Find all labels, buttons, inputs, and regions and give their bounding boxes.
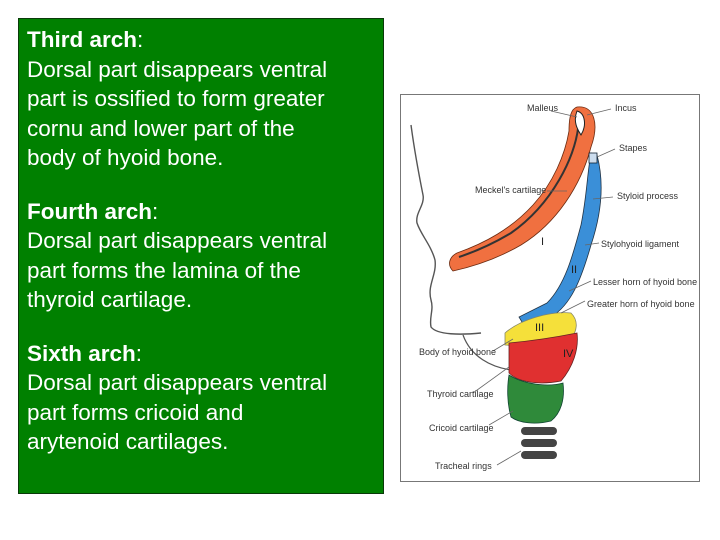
meckels-rod <box>458 118 580 258</box>
leader-line <box>592 196 614 200</box>
roman-i: I <box>541 236 544 248</box>
tracheal-ring <box>521 439 557 447</box>
label-tracheal: Tracheal rings <box>435 461 492 471</box>
label-styloid: Styloid process <box>617 191 679 201</box>
body-line: part forms the lamina of the <box>27 257 301 283</box>
section-sixth-arch: Sixth arch: Dorsal part disappears ventr… <box>27 339 375 457</box>
pharyngeal-arch-figure: I II III IV Malleus Incus Stapes Meckel'… <box>400 94 700 482</box>
roman-iv: IV <box>563 348 574 360</box>
section-third-arch: Third arch: Dorsal part disappears ventr… <box>27 25 375 173</box>
leader-line <box>586 108 612 116</box>
body-line: Dorsal part disappears ventral <box>27 56 328 82</box>
label-cricoid: Cricoid cartilage <box>429 423 494 433</box>
heading-colon: : <box>137 27 144 52</box>
label-stapes: Stapes <box>619 143 648 153</box>
leader-line <box>496 450 522 466</box>
leader-line <box>488 410 514 426</box>
leader-line <box>596 148 616 158</box>
leader-line <box>472 366 510 394</box>
roman-iii: III <box>535 322 544 334</box>
tracheal-rings <box>521 427 557 459</box>
leader-line <box>492 338 514 352</box>
sixth-arch-shape <box>507 374 564 424</box>
section-fourth-arch: Fourth arch: Dorsal part disappears vent… <box>27 197 375 315</box>
label-greater-horn: Greater horn of hyoid bone <box>587 299 695 309</box>
text-panel: Third arch: Dorsal part disappears ventr… <box>18 18 384 494</box>
heading-colon: : <box>152 198 159 224</box>
neck-outline <box>462 334 512 371</box>
label-meckels: Meckel's cartilage <box>475 185 546 195</box>
tracheal-ring <box>521 427 557 435</box>
label-malleus: Malleus <box>527 103 559 113</box>
section-heading: Third arch <box>27 27 138 52</box>
body-line: thyroid cartilage. <box>27 287 193 312</box>
body-line: Dorsal part disappears ventral <box>27 370 328 395</box>
tracheal-ring <box>521 451 557 459</box>
face-outline <box>410 124 482 335</box>
leader-line <box>550 110 578 118</box>
label-body-hyoid: Body of hyoid bone <box>419 347 496 357</box>
malleus-incus <box>574 110 585 136</box>
arch-diagram: I II III IV Malleus Incus Stapes Meckel'… <box>410 103 697 471</box>
heading-colon: : <box>135 340 143 366</box>
roman-ii: II <box>571 264 577 276</box>
body-line: body of hyoid bone. <box>27 145 224 170</box>
body-line: part forms cricoid and <box>27 399 244 425</box>
stapes-shape <box>588 152 598 164</box>
label-lesser-horn: Lesser horn of hyoid bone <box>593 277 697 287</box>
leader-line <box>560 300 586 314</box>
body-line: part is ossified to form greater <box>27 86 325 111</box>
fourth-arch-shape <box>508 332 578 384</box>
section-heading: Sixth arch <box>27 340 136 366</box>
body-line: arytenoid cartilages. <box>27 429 229 454</box>
label-incus: Incus <box>615 103 637 113</box>
section-heading: Fourth arch <box>27 198 153 224</box>
body-line: Dorsal part disappears ventral <box>27 228 328 253</box>
leader-lines <box>472 108 616 466</box>
label-stylohyoid: Stylohyoid ligament <box>601 239 680 249</box>
body-line: cornu and lower part of the <box>27 115 295 141</box>
leader-line <box>568 280 592 292</box>
label-thyroid: Thyroid cartilage <box>427 389 494 399</box>
leader-line <box>584 242 600 246</box>
